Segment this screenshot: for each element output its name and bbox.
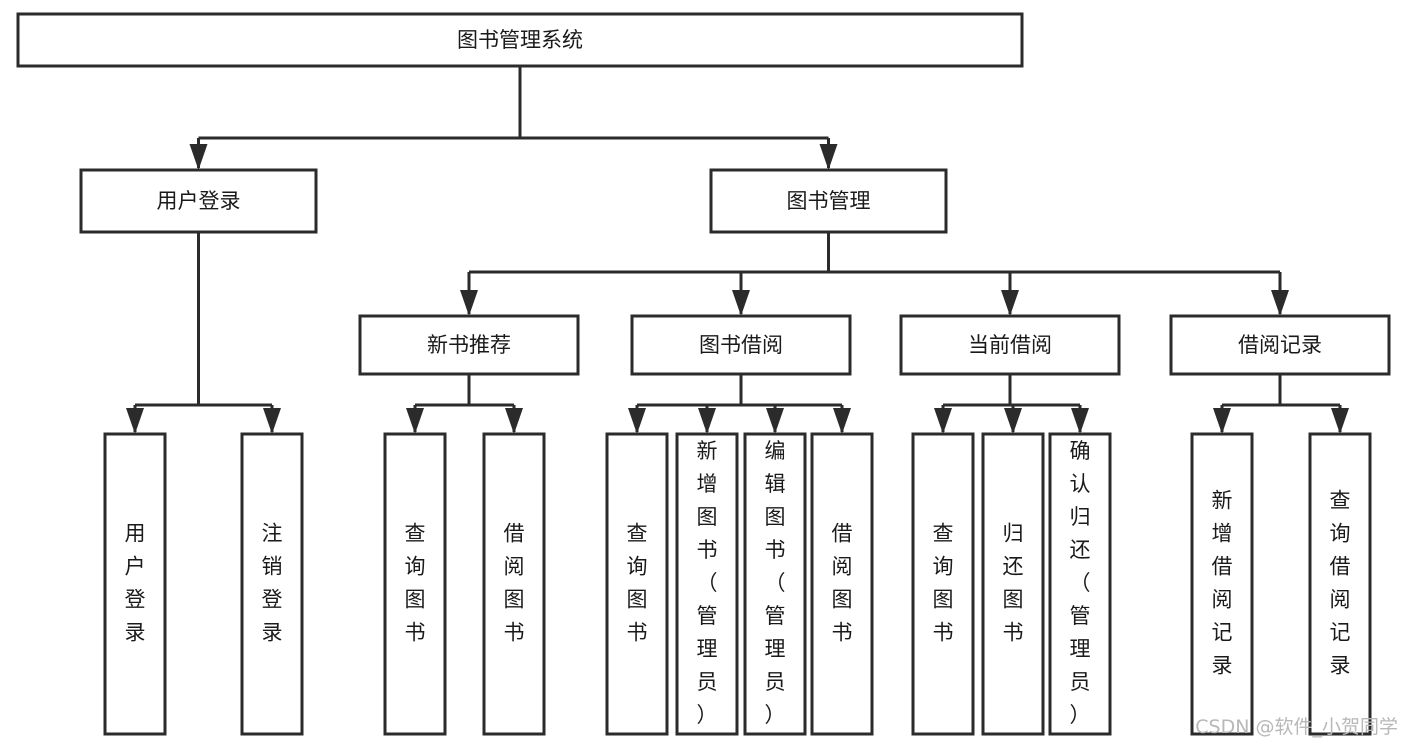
node-label: 图书管理 [787,189,871,213]
edge-group-book-borrow [628,374,851,434]
node-box [911,432,975,736]
node-box [810,432,874,736]
node-user-login[interactable]: 用户登录 [79,168,318,234]
arrow-head-icon [189,144,208,170]
node-label: 当前借阅 [968,333,1052,357]
arrow-head-icon [1001,290,1019,316]
node-box [899,314,1121,376]
node-label: 借阅记录 [1238,333,1322,357]
node-box [16,12,1024,68]
node-label: 图书管理系统 [457,28,583,52]
node-layer: 图书管理系统用户登录图书管理新书推荐图书借阅当前借阅借阅记录用户登录注销登录查询… [16,12,1391,736]
node-box [743,432,807,736]
node-box [383,432,447,736]
csdn-watermark: CSDN @软件_小贺同学 [1195,716,1398,738]
edge-group-new-book-rec [406,374,523,434]
arrow-head-icon [406,408,424,434]
node-leaf-return-book[interactable]: 归还图书 [981,432,1045,736]
node-box [605,432,669,736]
node-label-vertical: 编辑图书（管理员） [765,439,786,727]
node-leaf-borrow-book-b[interactable]: 借阅图书 [810,432,874,736]
arrow-head-icon [126,408,144,434]
node-leaf-query-book-c[interactable]: 查询图书 [911,432,975,736]
node-label: 用户登录 [157,189,241,213]
node-book-manage[interactable]: 图书管理 [709,168,948,234]
arrow-head-icon [1331,408,1349,434]
node-leaf-add-book[interactable]: 新增图书（管理员） [675,432,739,736]
node-label-vertical: 查询图书 [933,522,954,645]
connector-layer [126,66,1349,434]
arrow-head-icon [698,408,716,434]
edge-group-root [189,66,838,170]
node-box [1169,314,1391,376]
node-label-vertical: 用户登录 [125,522,146,645]
node-leaf-query-book-a[interactable]: 查询图书 [383,432,447,736]
node-box [709,168,948,234]
node-box [79,168,318,234]
arrow-head-icon [833,408,851,434]
node-leaf-confirm-return[interactable]: 确认归还（管理员） [1048,432,1112,736]
node-root[interactable]: 图书管理系统 [16,12,1024,68]
arrow-head-icon [1004,408,1022,434]
node-box [675,432,739,736]
node-label-vertical: 归还图书 [1003,522,1024,645]
node-box [103,432,167,736]
node-label: 图书借阅 [699,333,783,357]
node-box [1308,432,1372,736]
edge-group-borrow-record [1213,374,1349,434]
node-leaf-borrow-book-a[interactable]: 借阅图书 [482,432,546,736]
node-label-vertical: 新增借阅记录 [1212,489,1233,678]
arrow-head-icon [766,408,784,434]
node-leaf-query-record[interactable]: 查询借阅记录 [1308,432,1372,736]
node-box [981,432,1045,736]
arrow-head-icon [732,290,750,316]
arrow-head-icon [628,408,646,434]
edge-group-book-manage [460,232,1289,316]
node-current-borrow[interactable]: 当前借阅 [899,314,1121,376]
node-leaf-logout[interactable]: 注销登录 [240,432,304,736]
node-leaf-add-record[interactable]: 新增借阅记录 [1190,432,1254,736]
node-borrow-record[interactable]: 借阅记录 [1169,314,1391,376]
node-leaf-edit-book[interactable]: 编辑图书（管理员） [743,432,807,736]
node-label-vertical: 新增图书（管理员） [697,439,718,727]
node-box [630,314,852,376]
arrow-head-icon [1071,408,1089,434]
edge-group-user-login [126,232,281,434]
arrow-head-icon [819,144,838,170]
node-label-vertical: 借阅图书 [832,522,853,645]
arrow-head-icon [1213,408,1231,434]
arrow-head-icon [263,408,281,434]
node-label-vertical: 借阅图书 [504,522,525,645]
arrow-head-icon [1271,290,1289,316]
node-label-vertical: 注销登录 [262,522,283,645]
node-label-vertical: 查询借阅记录 [1330,489,1351,678]
arrow-head-icon [934,408,952,434]
node-label-vertical: 查询图书 [627,522,648,645]
node-label-vertical: 查询图书 [405,522,426,645]
node-box [482,432,546,736]
node-leaf-user-login[interactable]: 用户登录 [103,432,167,736]
node-box [358,314,580,376]
node-box [1048,432,1112,736]
node-label-vertical: 确认归还（管理员） [1070,439,1091,727]
edge-group-current-borrow [934,374,1089,434]
node-box [1190,432,1254,736]
node-leaf-query-book-b[interactable]: 查询图书 [605,432,669,736]
node-label: 新书推荐 [427,333,511,357]
arrow-head-icon [460,290,478,316]
node-book-borrow[interactable]: 图书借阅 [630,314,852,376]
node-box [240,432,304,736]
node-new-book-rec[interactable]: 新书推荐 [358,314,580,376]
arrow-head-icon [505,408,523,434]
